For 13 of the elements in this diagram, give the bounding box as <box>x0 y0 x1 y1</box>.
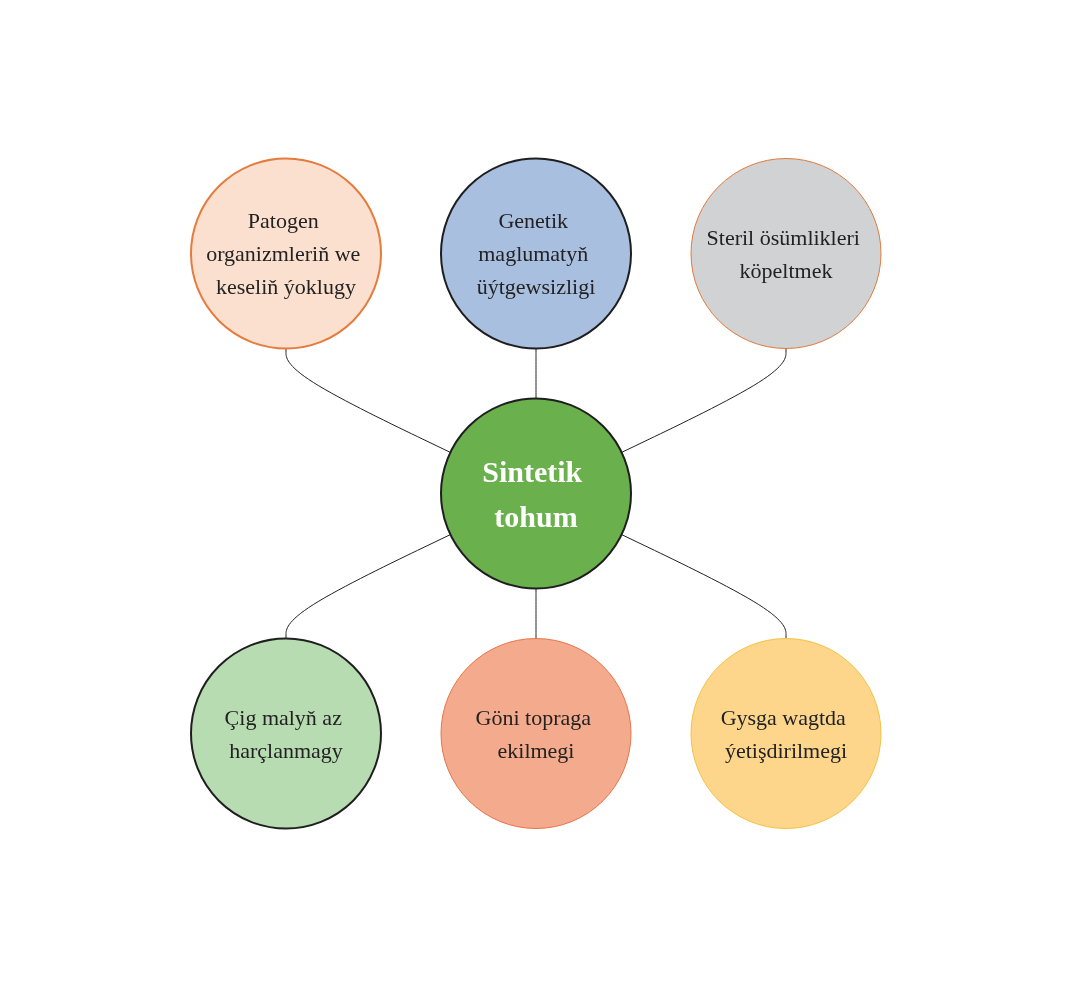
connector <box>621 534 787 639</box>
connector <box>621 348 787 453</box>
node-circle: Gysga wagtda ýetişdirilmegi <box>690 638 882 829</box>
node-circle: Sintetik tohum <box>440 397 632 590</box>
node-circle: Steril ösümlikleri köpeltmek <box>690 158 882 349</box>
node-circle: Göni topraga ekilmegi <box>440 638 632 829</box>
node-circle: Genetik maglumatyň üýtgewsizligi <box>440 157 632 350</box>
connector <box>285 348 451 453</box>
connector <box>535 588 537 639</box>
connector <box>535 348 537 399</box>
node-circle: Patogen organizmleriň we keseliň ýoklugy <box>190 157 382 350</box>
connector <box>285 534 451 639</box>
node-circle: Çig malyň az harçlanmagy <box>190 637 382 830</box>
